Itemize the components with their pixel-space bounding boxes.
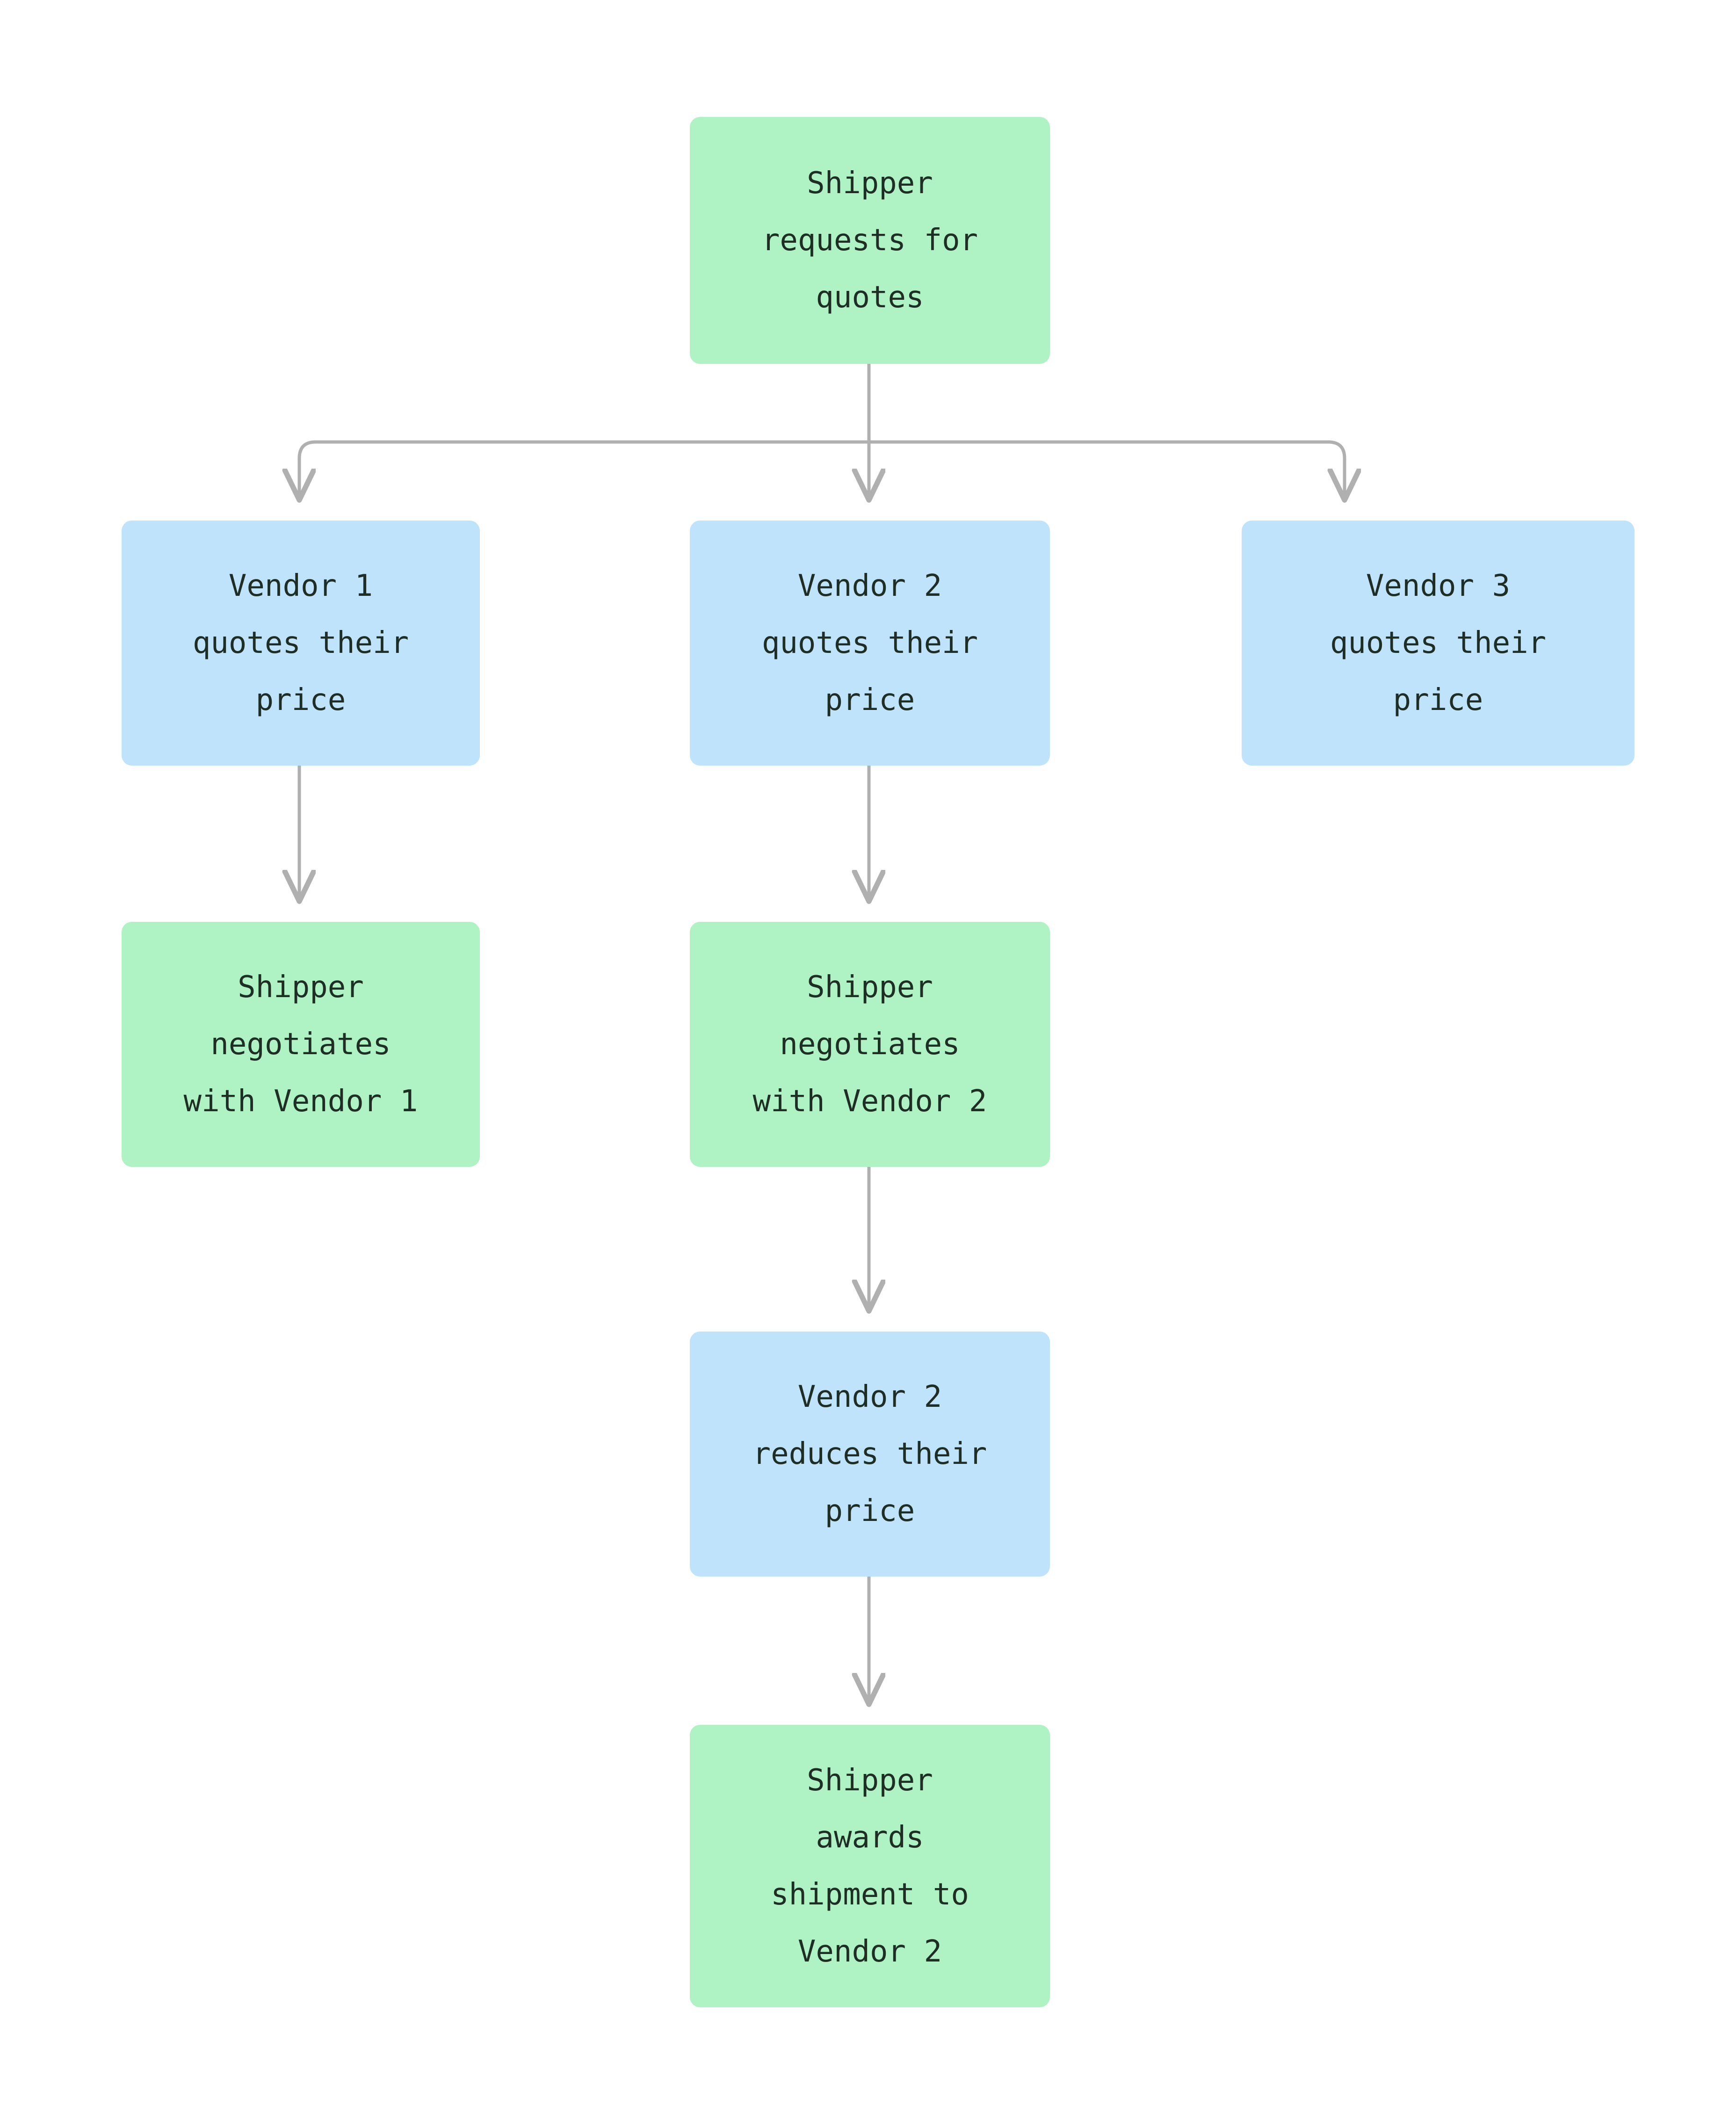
node-vendor-2-quotes-their-price[interactable]: Vendor 2 quotes their price (690, 521, 1050, 766)
edge-shipper-request-to-vendor3-quote (867, 440, 1345, 498)
node-vendor-1-quotes-their-price[interactable]: Vendor 1 quotes their price (122, 521, 480, 766)
node-label: Vendor 2 reduces their price (752, 1380, 987, 1528)
node-label: Vendor 3 quotes their price (1330, 569, 1547, 717)
node-shipper-awards-shipment-to-vendor-2[interactable]: Shipper awards shipment to Vendor 2 (690, 1725, 1050, 2007)
node-label: Vendor 2 quotes their price (761, 569, 978, 717)
node-label: Shipper negotiates with Vendor 2 (752, 970, 987, 1119)
node-label: Shipper requests for quotes (761, 166, 978, 315)
node-shipper-requests-for-quotes[interactable]: Shipper requests for quotes (690, 117, 1050, 364)
node-shipper-negotiates-with-vendor-2[interactable]: Shipper negotiates with Vendor 2 (690, 922, 1050, 1167)
edge-shipper-request-to-vendor1-quote (299, 440, 871, 498)
node-vendor-3-quotes-their-price[interactable]: Vendor 3 quotes their price (1242, 521, 1635, 766)
node-label: Shipper negotiates with Vendor 1 (183, 970, 418, 1119)
node-shipper-negotiates-with-vendor-1[interactable]: Shipper negotiates with Vendor 1 (122, 922, 480, 1167)
node-vendor-2-reduces-their-price[interactable]: Vendor 2 reduces their price (690, 1332, 1050, 1577)
node-label: Shipper awards shipment to Vendor 2 (771, 1763, 969, 1969)
node-label: Vendor 1 quotes their price (192, 569, 409, 717)
